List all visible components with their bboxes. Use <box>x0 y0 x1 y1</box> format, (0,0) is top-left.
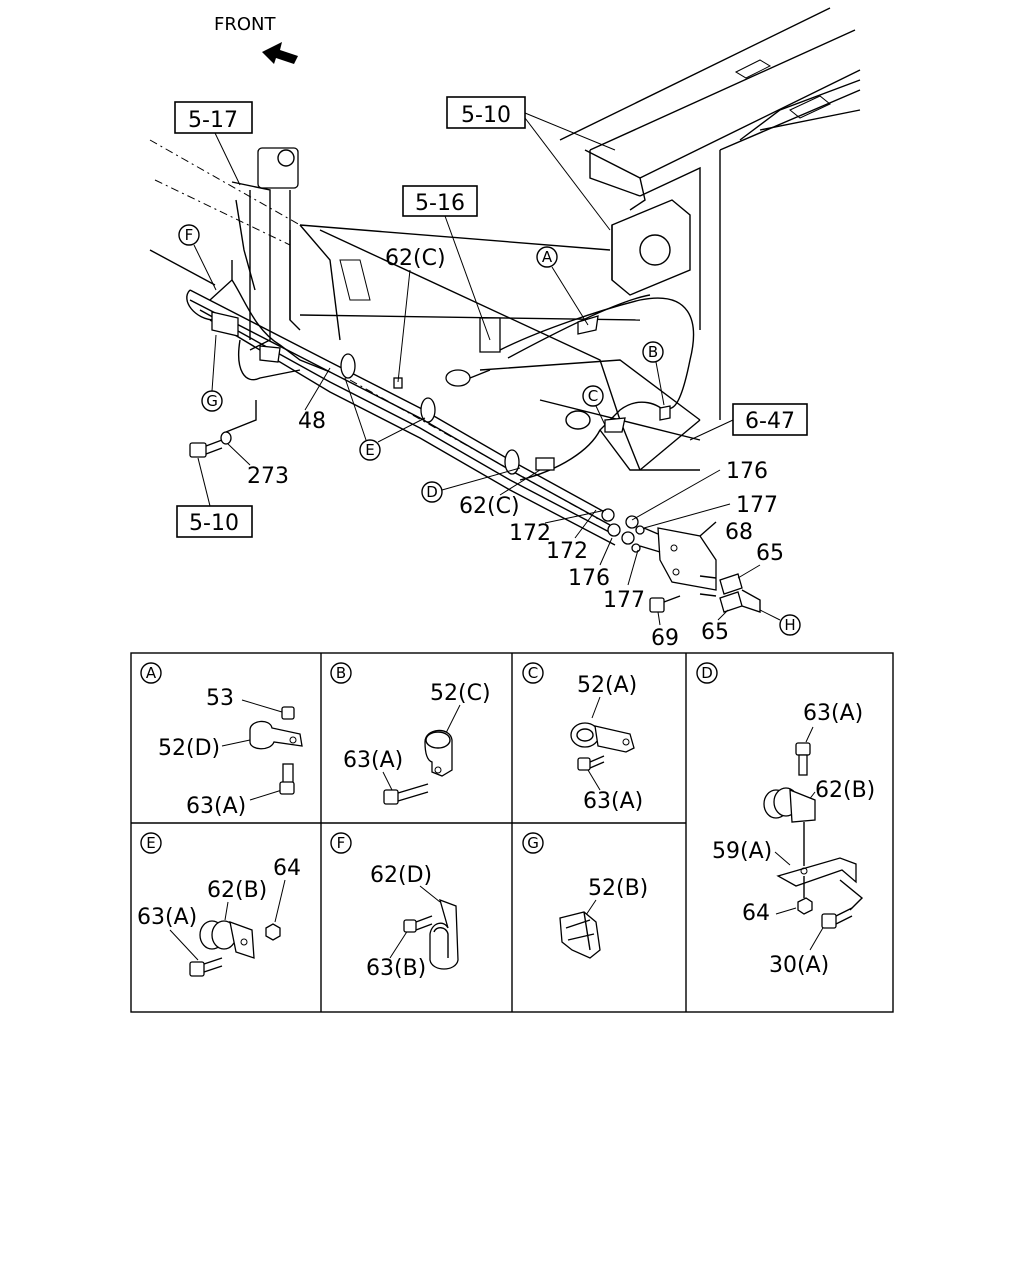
svg-text:6-47: 6-47 <box>745 409 795 434</box>
svg-text:59(A): 59(A) <box>712 839 772 864</box>
svg-text:176: 176 <box>568 566 610 591</box>
clip-52a-icon <box>570 722 635 771</box>
svg-text:65: 65 <box>756 541 784 566</box>
upper-bracket <box>209 147 301 351</box>
ref-box-6-47: 6-47 <box>689 403 808 441</box>
svg-text:62(B): 62(B) <box>815 778 875 803</box>
brake-pipes <box>149 249 695 546</box>
svg-text:65: 65 <box>701 620 729 645</box>
svg-text:273: 273 <box>247 464 289 489</box>
svg-text:A: A <box>542 248 553 266</box>
callout-labels: 62(C) 48 273 62(C) 172 172 176 177 68 65… <box>227 246 784 651</box>
svg-text:5-10: 5-10 <box>189 511 239 536</box>
svg-text:D: D <box>701 664 713 682</box>
clip-62b-bracket-icon <box>763 742 864 929</box>
svg-text:B: B <box>648 343 658 361</box>
svg-text:177: 177 <box>736 493 778 518</box>
svg-text:69: 69 <box>651 626 679 651</box>
svg-text:G: G <box>206 392 218 410</box>
svg-text:63(A): 63(A) <box>186 794 246 819</box>
marker-G: G <box>201 334 223 412</box>
marker-H: H <box>759 609 801 636</box>
marker-A: A <box>536 246 589 326</box>
svg-text:63(A): 63(A) <box>583 789 643 814</box>
marker-C: C <box>582 385 606 426</box>
svg-text:63(A): 63(A) <box>343 748 403 773</box>
svg-text:52(A): 52(A) <box>577 673 637 698</box>
marker-F: F <box>178 224 217 291</box>
svg-text:63(B): 63(B) <box>366 956 426 981</box>
svg-text:62(B): 62(B) <box>207 878 267 903</box>
svg-text:68: 68 <box>725 520 753 545</box>
svg-text:5-10: 5-10 <box>461 103 511 128</box>
svg-text:B: B <box>336 664 346 682</box>
svg-text:E: E <box>365 441 374 459</box>
svg-text:30(A): 30(A) <box>769 953 829 978</box>
front-arrow-icon <box>262 42 298 64</box>
marker-E: E <box>344 377 426 461</box>
svg-text:63(A): 63(A) <box>803 701 863 726</box>
front-label: FRONT <box>214 14 276 35</box>
svg-text:D: D <box>426 483 438 501</box>
detail-grid <box>130 652 894 1013</box>
svg-text:G: G <box>527 834 539 852</box>
bracket-68-group <box>631 521 761 613</box>
detail-panel-B: B 52(C) 63(A) <box>330 662 491 805</box>
ref-box-5-16: 5-16 <box>402 185 491 341</box>
bolt-273 <box>189 400 257 458</box>
detail-panel-E: E 64 62(B) 63(A) <box>137 832 301 977</box>
svg-text:E: E <box>146 834 155 852</box>
svg-text:H: H <box>784 616 795 634</box>
detail-panel-F: F 62(D) 63(B) <box>330 832 459 981</box>
svg-text:62(D): 62(D) <box>370 863 432 888</box>
detail-panel-A: A 53 52(D) 63(A) <box>140 662 303 819</box>
svg-text:48: 48 <box>298 409 326 434</box>
svg-text:F: F <box>337 834 346 852</box>
svg-text:52(D): 52(D) <box>158 736 220 761</box>
clip-62b-icon <box>189 920 281 977</box>
svg-text:63(A): 63(A) <box>137 905 197 930</box>
svg-text:C: C <box>528 664 538 682</box>
svg-text:172: 172 <box>546 539 588 564</box>
chassis-frame <box>149 7 861 521</box>
clip-52b-icon <box>559 911 601 959</box>
clip-52d-icon <box>249 706 303 795</box>
marker-D: D <box>421 467 521 503</box>
detail-panel-C: C 52(A) 63(A) <box>522 662 643 814</box>
marker-B: B <box>642 341 665 406</box>
ref-box-5-10-bottom: 5-10 <box>176 457 253 538</box>
svg-text:53: 53 <box>206 686 234 711</box>
svg-text:172: 172 <box>509 521 551 546</box>
svg-text:176: 176 <box>726 459 768 484</box>
detail-panel-G: G 52(B) <box>522 832 648 959</box>
svg-text:62(C): 62(C) <box>459 494 520 519</box>
svg-text:F: F <box>185 226 194 244</box>
svg-text:A: A <box>146 664 157 682</box>
svg-text:5-17: 5-17 <box>188 108 238 133</box>
svg-text:52(C): 52(C) <box>430 681 491 706</box>
svg-text:62(C): 62(C) <box>385 246 446 271</box>
ref-box-5-17: 5-17 <box>174 101 253 186</box>
svg-text:52(B): 52(B) <box>588 876 648 901</box>
svg-text:177: 177 <box>603 588 645 613</box>
svg-text:64: 64 <box>742 901 770 926</box>
detail-panel-D: D 63(A) 62(B) 59(A) 64 30(A) <box>696 662 875 978</box>
svg-text:C: C <box>588 387 598 405</box>
clip-62d-icon <box>403 898 459 970</box>
main-assembly-view: FRONT <box>149 7 861 651</box>
ref-box-5-10-top: 5-10 <box>446 96 616 231</box>
clip-52c-icon <box>383 729 453 805</box>
svg-text:5-16: 5-16 <box>415 191 465 216</box>
svg-text:64: 64 <box>273 856 301 881</box>
